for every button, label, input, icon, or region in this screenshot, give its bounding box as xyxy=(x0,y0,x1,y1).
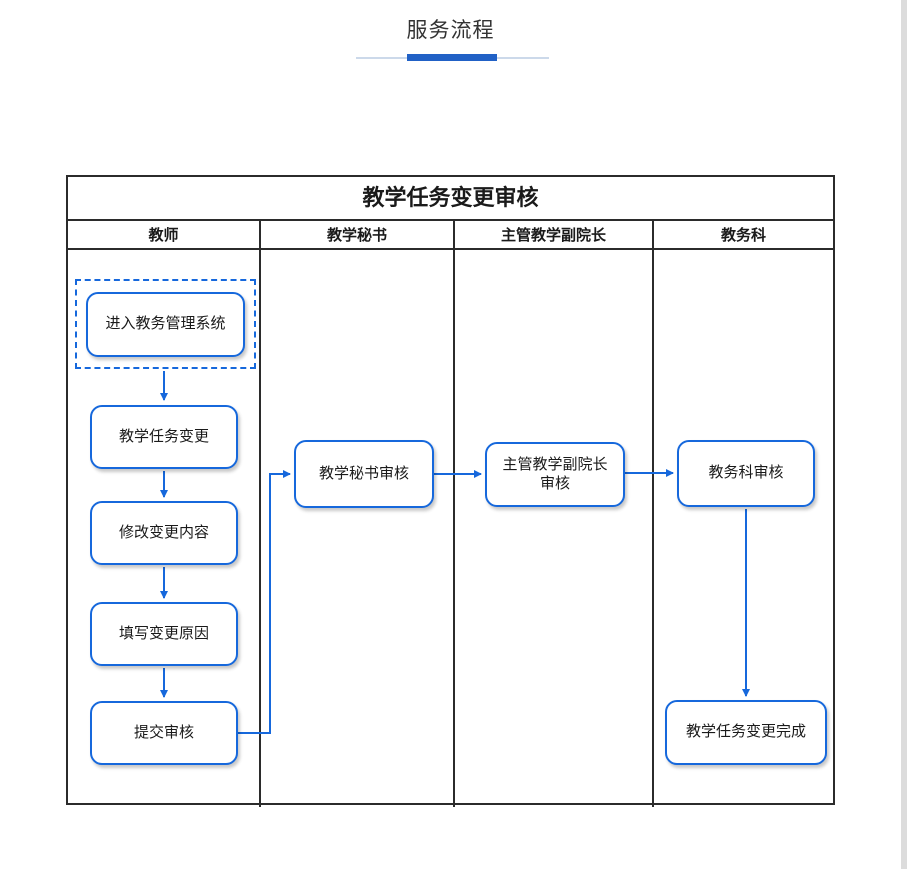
title-underline-decoration xyxy=(0,50,901,64)
lane-header-teacher: 教师 xyxy=(68,221,261,248)
lane-vice-dean xyxy=(455,250,654,807)
node-fill-change-reason: 填写变更原因 xyxy=(90,602,238,666)
node-modify-change-content: 修改变更内容 xyxy=(90,501,238,565)
node-academic-affairs-review: 教务科审核 xyxy=(677,440,815,507)
node-secretary-review: 教学秘书审核 xyxy=(294,440,434,508)
lane-header-vice-dean: 主管教学副院长 xyxy=(455,221,654,248)
page-title: 服务流程 xyxy=(406,19,495,42)
lane-header-academic-affairs: 教务科 xyxy=(720,227,766,244)
node-submit-review: 提交审核 xyxy=(90,701,238,765)
underline-accent-bar xyxy=(407,54,497,61)
lane-header-row: 教师 教学秘书 主管教学副院长 教务科 xyxy=(68,221,833,250)
lane-header-secretary: 教学秘书 xyxy=(261,221,455,248)
node-enter-system: 进入教务管理系统 xyxy=(86,291,245,357)
start-node-dashed-wrapper: 进入教务管理系统 xyxy=(75,279,256,369)
node-vice-dean-review: 主管教学副院长 审核 xyxy=(485,442,625,507)
node-teaching-task-change: 教学任务变更 xyxy=(90,405,238,469)
flowchart-title: 教学任务变更审核 xyxy=(68,177,833,221)
node-change-complete: 教学任务变更完成 xyxy=(665,700,827,765)
flowchart-frame: 教学任务变更审核 教师 教学秘书 主管教学副院长 教务科 进入教务管理系统 教学… xyxy=(66,175,835,807)
lane-secretary xyxy=(261,250,455,807)
scrollbar-track[interactable] xyxy=(901,0,907,869)
